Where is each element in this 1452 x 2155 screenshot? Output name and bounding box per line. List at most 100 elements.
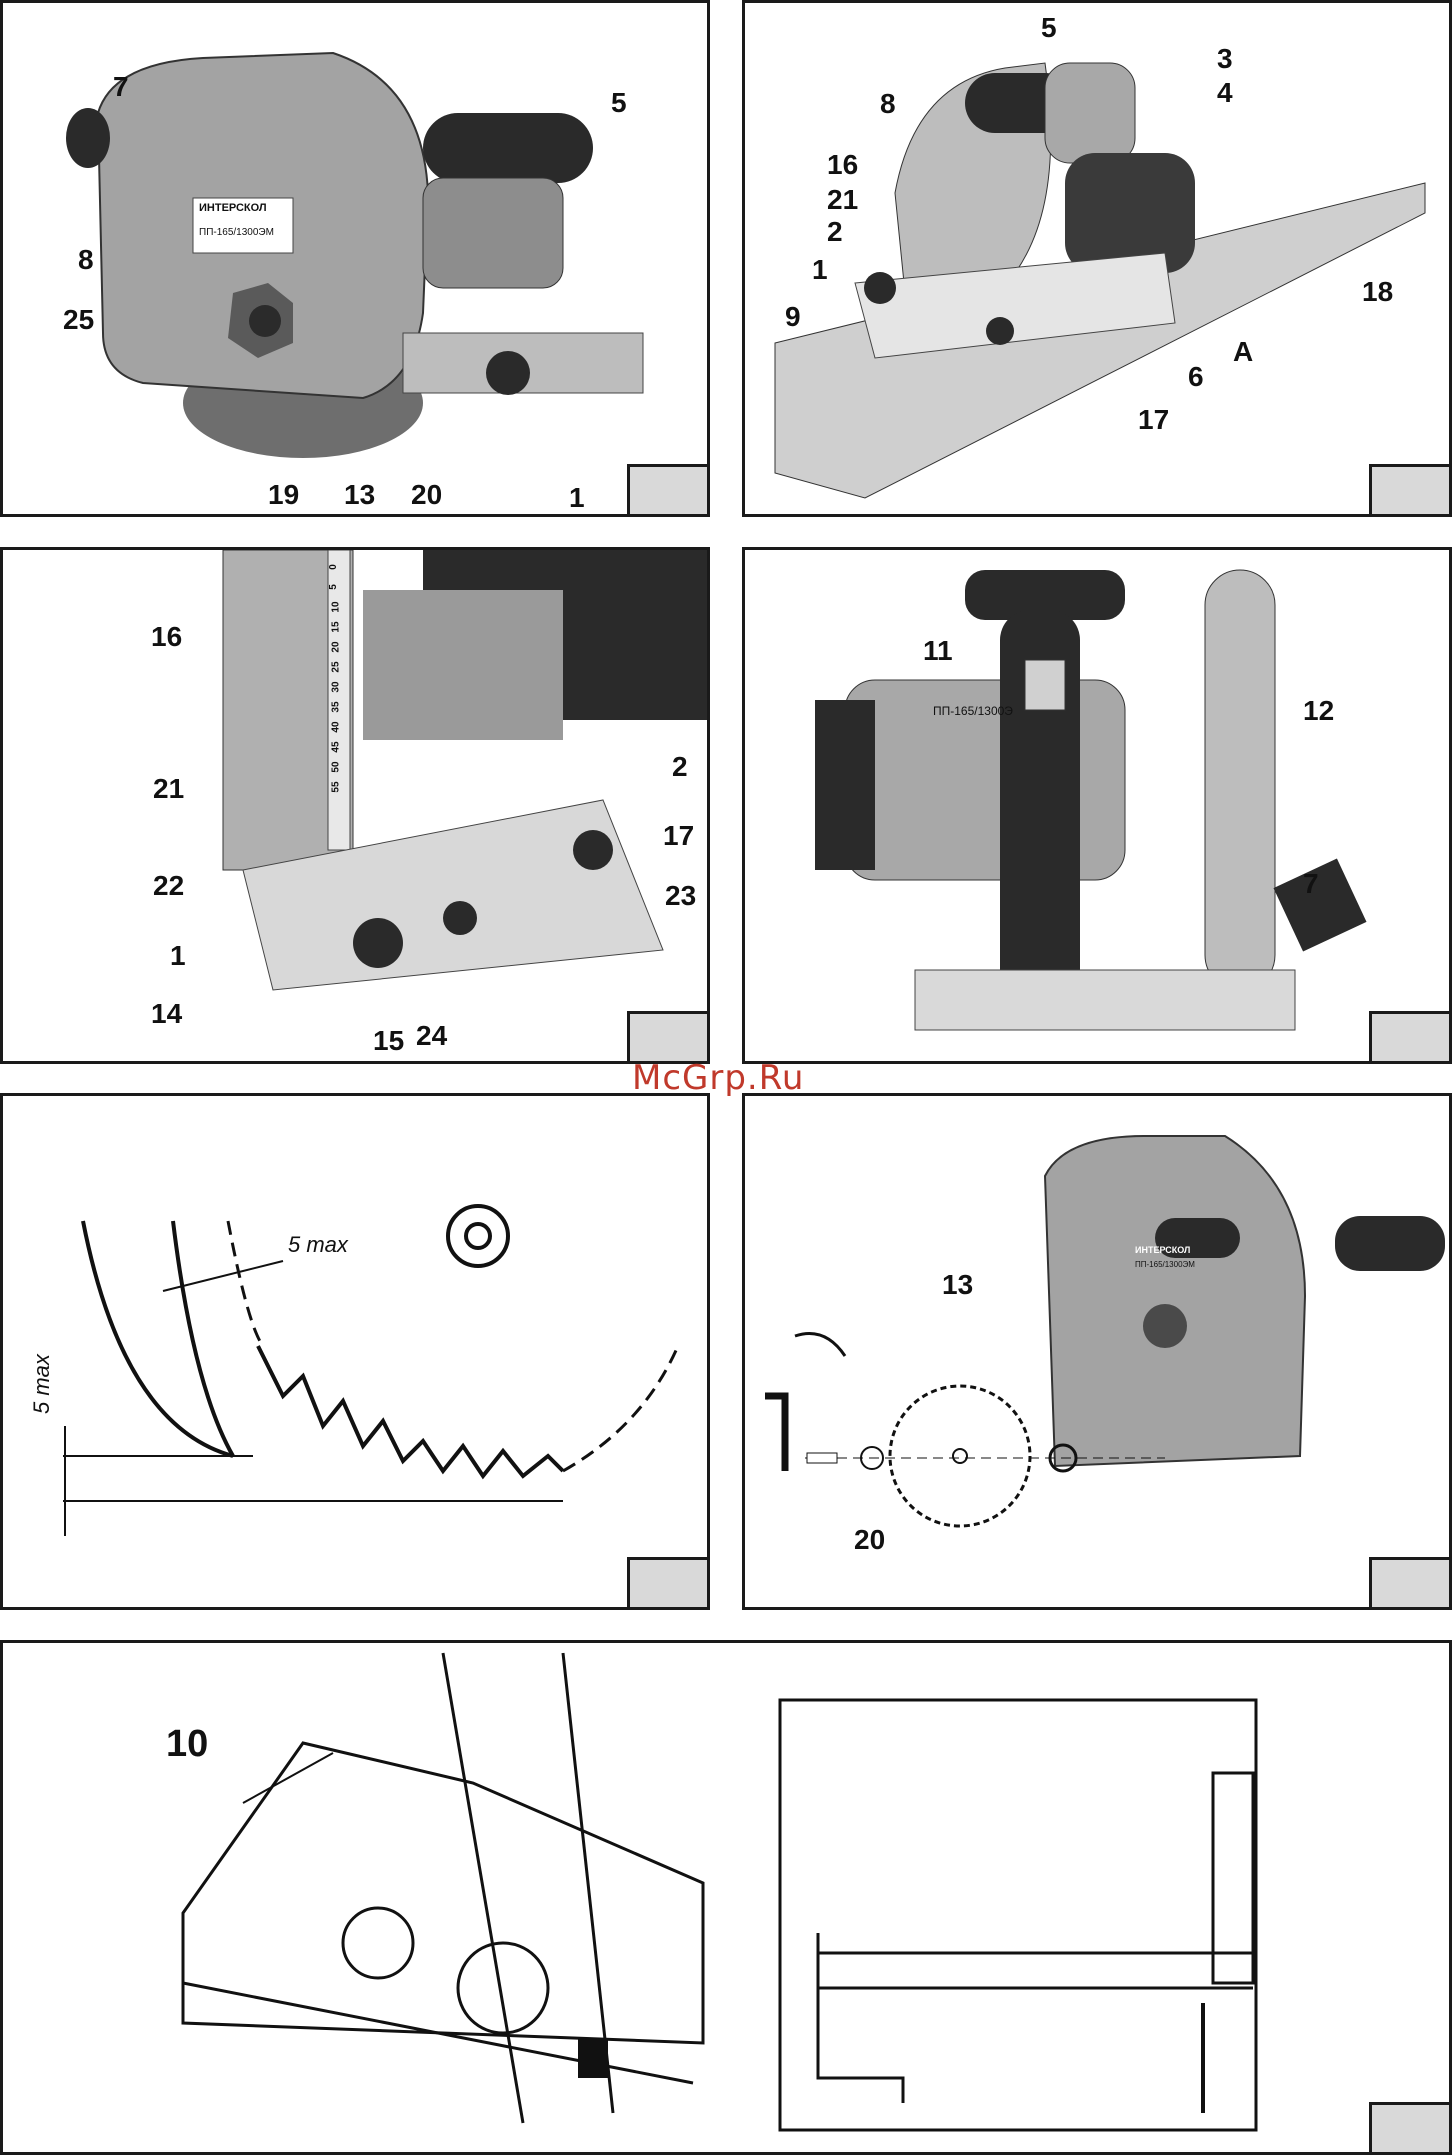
depth-scale-tick-label: 10: [332, 601, 342, 612]
callout-5: 5: [1041, 14, 1057, 42]
callout-19: 19: [268, 481, 299, 509]
model-text: ПП-165/1300ЭМ: [1135, 1261, 1195, 1269]
figure-number-box: [627, 1557, 707, 1607]
callout-15: 15: [373, 1027, 404, 1055]
motor-cap: [815, 700, 875, 870]
depth-scale-tick-label: 0: [329, 564, 339, 570]
depth-knob: [578, 2038, 608, 2078]
callout-13: 13: [942, 1271, 973, 1299]
depth-scale-tick-label: 35: [332, 701, 342, 712]
front-handle: [423, 113, 593, 183]
dim-top-label: 5 max: [288, 1234, 348, 1256]
dust-port: [66, 108, 110, 168]
callout-A: A: [1233, 338, 1253, 366]
callout-11: 11: [923, 637, 953, 665]
detail-inset: [780, 1700, 1256, 2130]
bevel-knob: [353, 918, 403, 968]
figure-panel-7: 10: [0, 1640, 1452, 2155]
figure-number-box: [627, 464, 707, 514]
callout-16: 16: [151, 623, 182, 651]
callout-22: 22: [153, 872, 184, 900]
callout-7: 7: [113, 73, 129, 101]
bevel-knob: [486, 351, 530, 395]
callout-3: 3: [1217, 45, 1233, 73]
depth-scale-tick-label: 55: [332, 781, 342, 792]
saw-on-rail-illustration: [745, 3, 1452, 517]
callout-7: 7: [1303, 870, 1319, 898]
figure-panel-1: ИНТЕРСКОЛ ПП-165/1300ЭМ 7 5 8 25 19 13 2…: [0, 0, 710, 517]
callout-4: 4: [1217, 79, 1233, 107]
callout-13: 13: [344, 481, 375, 509]
riving-knife-diagram: [3, 1096, 710, 1610]
model-text: ПП-165/1300ЭМ: [199, 228, 274, 238]
figure-panel-2: 5 3 4 8 16 21 2 1 9 18 A 6 17: [742, 0, 1452, 517]
callout-1: 1: [569, 484, 585, 512]
figure-number-box: [627, 1011, 707, 1061]
figure-number-box: [1369, 464, 1449, 514]
hex-key: [765, 1396, 785, 1471]
callout-25: 25: [63, 306, 94, 334]
depth-scale-tick-label: 15: [332, 621, 342, 632]
riving-knife-edge: [83, 1221, 233, 1456]
figure-number-box: [1369, 1557, 1449, 1607]
figure-panel-5: 5 max 5 max: [0, 1093, 710, 1610]
base-plate: [915, 970, 1295, 1030]
riving-knife-inner: [173, 1221, 233, 1456]
callout-10: 10: [166, 1725, 208, 1763]
arbor-window: [1143, 1304, 1187, 1348]
depth-knob: [443, 901, 477, 935]
callout-2: 2: [672, 753, 688, 781]
depth-scale-tick-label: 45: [332, 741, 342, 752]
callout-17: 17: [1138, 406, 1169, 434]
figure-panel-6: ИНТЕРСКОЛ ПП-165/1300ЭМ 13 20: [742, 1093, 1452, 1610]
saw-rear-illustration: [745, 550, 1452, 1064]
callout-18: 18: [1362, 278, 1393, 306]
depth-scale: [328, 550, 350, 850]
blade-line: [443, 1653, 523, 2123]
blade-outline-right: [563, 1346, 678, 1471]
trigger-switch: [1025, 660, 1065, 710]
callout-8: 8: [880, 90, 896, 118]
depth-scale-illustration: [3, 550, 710, 1064]
front-knob: [343, 1908, 413, 1978]
inset-guard: [818, 1933, 903, 2103]
rail-knob: [986, 317, 1014, 345]
rotation-arrow-icon: [795, 1334, 845, 1357]
depth-scale-tick-label: 25: [332, 661, 342, 672]
brand-text: ИНТЕРСКОЛ: [1135, 1246, 1190, 1255]
blade-bore: [953, 1449, 967, 1463]
callout-16: 16: [827, 151, 858, 179]
callout-20: 20: [854, 1526, 885, 1554]
bevel-knob: [864, 272, 896, 304]
saw-blade-13: [890, 1386, 1030, 1526]
watermark: McGrp.Ru: [632, 1058, 804, 1098]
guide-line-drawing: [3, 1643, 1452, 2155]
rear-handle: [1045, 63, 1135, 163]
blade-teeth: [258, 1346, 563, 1476]
arbor-bolt: [249, 305, 281, 337]
callout-24: 24: [416, 1022, 447, 1050]
callout-6: 6: [1188, 363, 1204, 391]
arbor-bolt: [807, 1453, 837, 1463]
leader-10: [243, 1753, 333, 1803]
figure-number-box: [1369, 2102, 1449, 2152]
depth-scale-tick-label: 30: [332, 681, 342, 692]
callout-20: 20: [411, 481, 442, 509]
depth-scale-tick-label: 5: [329, 584, 339, 590]
rear-handle: [1335, 1216, 1445, 1271]
dim-left-label: 5 max: [31, 1354, 53, 1414]
blade-guard: [1045, 1136, 1305, 1466]
depth-scale-tick-label: 40: [332, 721, 342, 732]
motor-cap: [1065, 153, 1195, 273]
scale-edge: [183, 1983, 693, 2083]
figure-panel-4: ПП-165/1300Э 11 12 7: [742, 547, 1452, 1064]
callout-14: 14: [151, 1000, 182, 1028]
callout-17: 17: [663, 822, 694, 850]
callout-1: 1: [170, 942, 186, 970]
model-text: ПП-165/1300Э: [933, 705, 1013, 717]
depth-scale-tick-label: 20: [332, 641, 342, 652]
blade-guard: [1205, 570, 1275, 990]
callout-9: 9: [785, 303, 801, 331]
motor-housing: [363, 590, 563, 740]
